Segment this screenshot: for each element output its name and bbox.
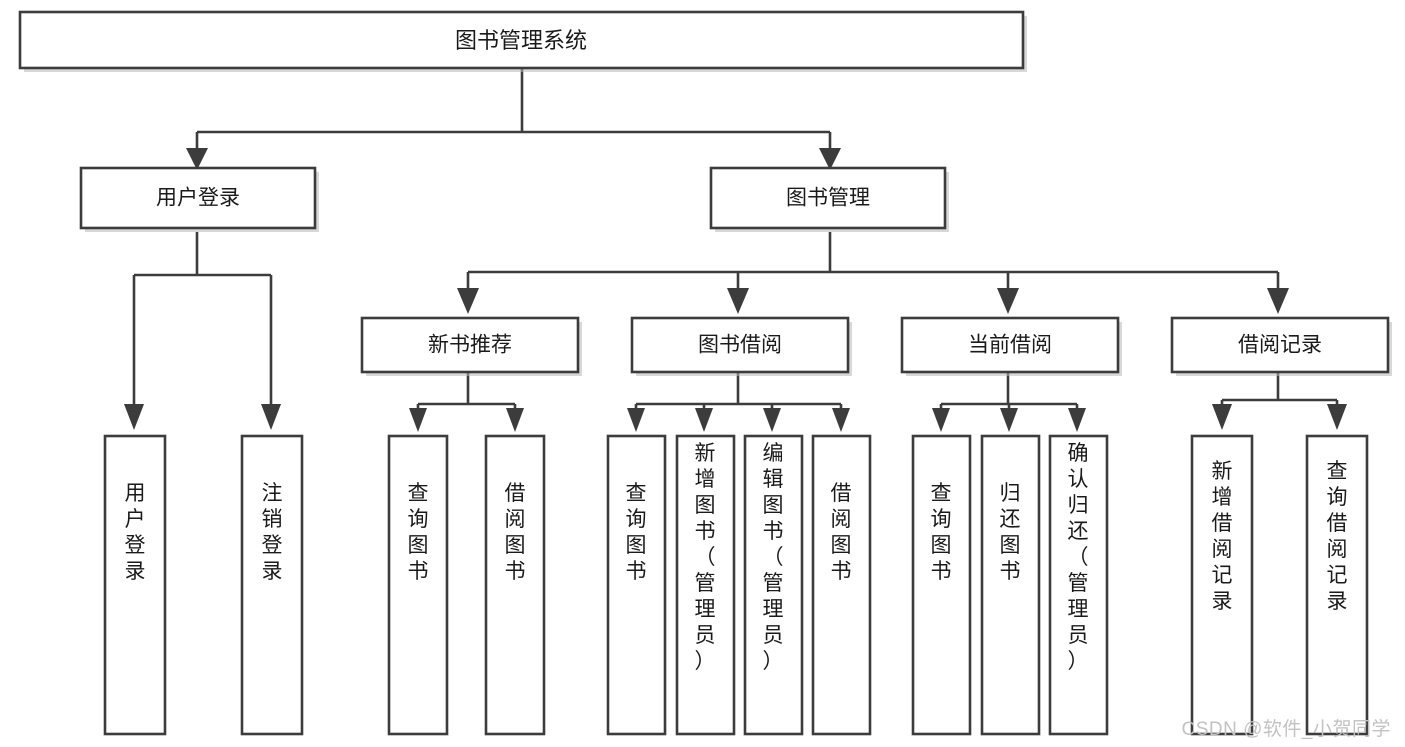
arrow-to-leaf-bb-3 — [763, 408, 781, 432]
csdn-watermark: CSDN @软件_小贺同学 — [1181, 719, 1391, 740]
leaf-current-borrow-3[interactable]: 确认归还（管理员） — [1048, 434, 1109, 736]
leaf-borrow-record-2-label: 查询借阅记录 — [1327, 460, 1348, 613]
leaf-book-borrow-3-box — [743, 434, 804, 736]
node-borrow-record-box — [1170, 316, 1390, 374]
node-current-borrow-box — [900, 316, 1120, 374]
leaf-new-book-1[interactable]: 查询图书 — [387, 434, 449, 736]
arrow-to-leaf-nb-1 — [409, 408, 427, 432]
leaf-borrow-record-2-box — [1305, 434, 1369, 736]
leaf-user-login-2-box — [240, 434, 304, 736]
leaf-current-borrow-2[interactable]: 归还图书 — [980, 434, 1041, 736]
arrow-to-borrow-record — [1267, 288, 1289, 314]
node-book-manage[interactable]: 图书管理 — [709, 166, 949, 232]
node-book-borrow-box — [630, 316, 850, 374]
leaf-book-borrow-1[interactable]: 查询图书 — [606, 434, 667, 736]
leaf-current-borrow-1[interactable]: 查询图书 — [911, 434, 972, 736]
leaf-book-borrow-4-label: 借阅图书 — [831, 482, 852, 583]
leaf-new-book-2-label: 借阅图书 — [505, 482, 526, 583]
arrow-to-leaf-bb-4 — [832, 408, 850, 432]
node-book-manage-box — [709, 166, 947, 230]
arrow-to-leaf-nb-2 — [506, 408, 524, 432]
leaf-user-login-1-label: 用户登录 — [125, 482, 146, 583]
node-root-label: 图书管理系统 — [455, 28, 587, 53]
arrowhead-layer — [124, 148, 1347, 432]
leaf-user-login-1-box — [103, 434, 167, 736]
node-borrow-record[interactable]: 借阅记录 — [1170, 316, 1392, 376]
leaf-book-borrow-4-box — [811, 434, 872, 736]
node-root-box — [18, 10, 1025, 70]
leaf-current-borrow-3-box — [1048, 434, 1109, 736]
leaf-current-borrow-1-label: 查询图书 — [931, 482, 952, 583]
leaf-book-borrow-4[interactable]: 借阅图书 — [811, 434, 872, 736]
arrow-to-leaf-cb-2 — [1000, 408, 1018, 432]
node-user-login[interactable]: 用户登录 — [79, 166, 319, 232]
leaf-borrow-record-1[interactable]: 新增借阅记录 — [1190, 434, 1254, 736]
leaf-new-book-2-box — [484, 434, 546, 736]
leaf-user-login-2[interactable]: 注销登录 — [240, 434, 304, 736]
node-current-borrow[interactable]: 当前借阅 — [900, 316, 1122, 376]
arrow-to-current-borrow — [997, 288, 1019, 314]
leaf-borrow-record-1-box — [1190, 434, 1254, 736]
arrow-to-book-borrow — [727, 288, 749, 314]
arrow-to-leaf-bb-2 — [695, 408, 713, 432]
arrow-to-leaf-logout — [261, 404, 281, 430]
leaf-new-book-2[interactable]: 借阅图书 — [484, 434, 546, 736]
leaf-new-book-1-label: 查询图书 — [408, 482, 429, 583]
leaf-current-borrow-2-box — [980, 434, 1041, 736]
arrow-to-leaf-br-1 — [1212, 404, 1232, 430]
node-user-login-box — [79, 166, 317, 230]
node-new-book-recommend[interactable]: 新书推荐 — [360, 316, 582, 376]
leaf-borrow-record-2[interactable]: 查询借阅记录 — [1305, 434, 1369, 736]
arrow-to-book-manage — [819, 148, 841, 170]
node-user-login-label: 用户登录 — [156, 187, 240, 210]
node-book-borrow[interactable]: 图书借阅 — [630, 316, 852, 376]
node-current-borrow-label: 当前借阅 — [968, 334, 1052, 357]
leaf-book-borrow-2-label: 新增图书（管理员） — [695, 442, 716, 673]
leaf-user-login-1[interactable]: 用户登录 — [103, 434, 167, 736]
node-book-borrow-label: 图书借阅 — [698, 334, 782, 357]
arrow-to-leaf-cb-1 — [932, 408, 950, 432]
leaf-user-login-2-label: 注销登录 — [262, 482, 283, 583]
leaf-book-borrow-2[interactable]: 新增图书（管理员） — [675, 434, 736, 736]
leaf-book-borrow-1-label: 查询图书 — [626, 482, 647, 583]
leaf-current-borrow-3-label: 确认归还（管理员） — [1068, 442, 1089, 673]
leaf-borrow-record-1-label: 新增借阅记录 — [1212, 460, 1233, 613]
leaf-book-borrow-2-box — [675, 434, 736, 736]
arrow-to-user-login — [186, 148, 208, 170]
leaf-new-book-1-box — [387, 434, 449, 736]
node-new-book-recommend-label: 新书推荐 — [428, 334, 512, 357]
leaf-book-borrow-3[interactable]: 编辑图书（管理员） — [743, 434, 804, 736]
leaf-current-borrow-1-box — [911, 434, 972, 736]
arrow-to-leaf-bb-1 — [627, 408, 645, 432]
leaf-book-borrow-3-label: 编辑图书（管理员） — [763, 442, 784, 673]
node-borrow-record-label: 借阅记录 — [1238, 334, 1322, 357]
node-book-manage-label: 图书管理 — [786, 187, 870, 210]
node-new-book-recommend-box — [360, 316, 580, 374]
arrow-to-leaf-br-2 — [1327, 404, 1347, 430]
arrow-to-new-book-recommend — [457, 288, 479, 314]
arrow-to-leaf-cb-3 — [1068, 408, 1086, 432]
leaf-book-borrow-1-box — [606, 434, 667, 736]
arrow-to-leaf-user-login — [124, 404, 144, 430]
leaf-current-borrow-2-label: 归还图书 — [1000, 482, 1021, 583]
node-root[interactable]: 图书管理系统 — [18, 10, 1027, 72]
